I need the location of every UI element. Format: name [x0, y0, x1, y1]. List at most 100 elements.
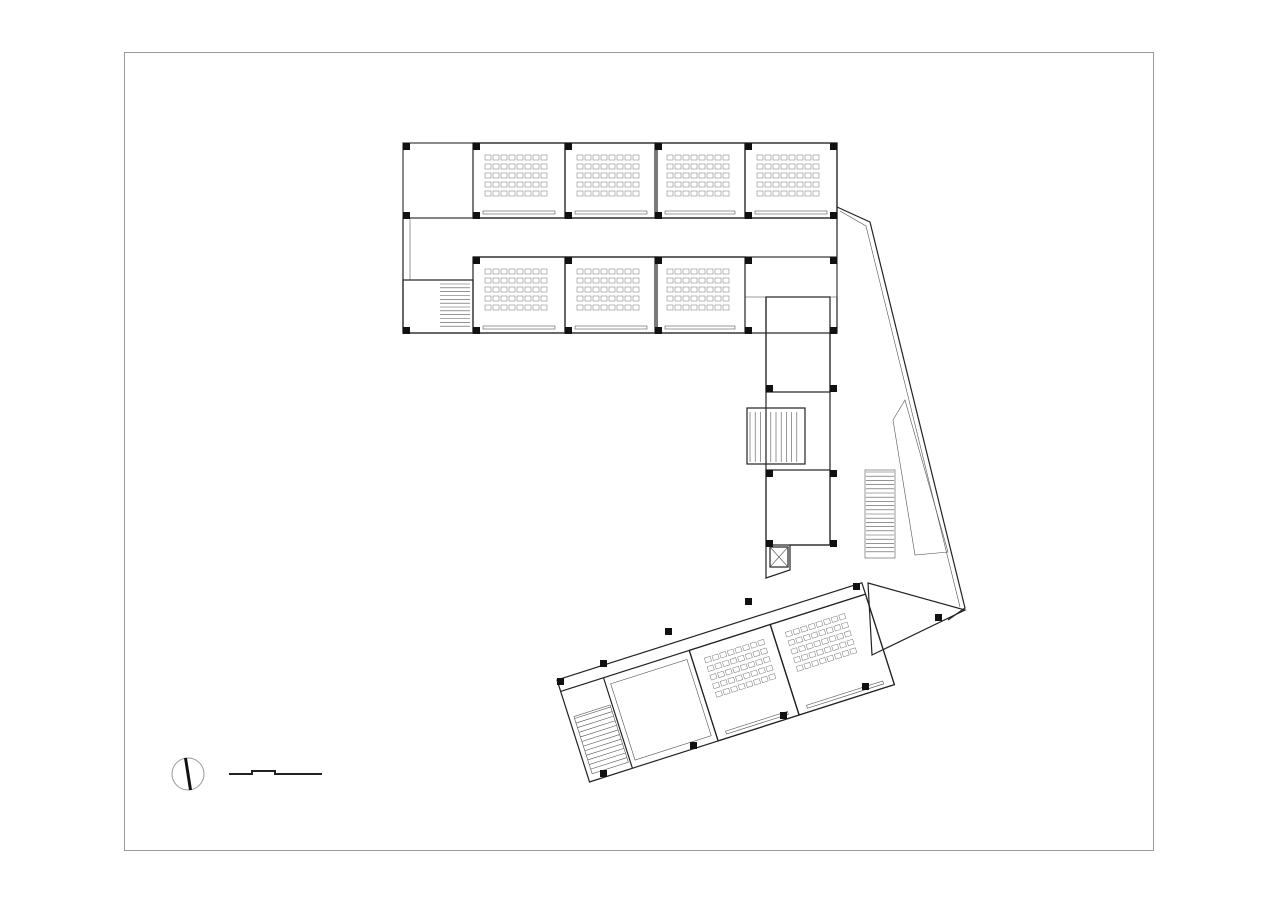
desk: [492, 154, 500, 161]
desk: [666, 268, 674, 275]
column: [565, 143, 572, 150]
column: [745, 257, 752, 264]
desk: [690, 295, 698, 302]
desk: [608, 181, 616, 188]
desk: [682, 190, 690, 197]
desk: [516, 304, 524, 311]
desk: [682, 277, 690, 284]
desk: [756, 163, 764, 170]
desk: [719, 651, 728, 659]
desk: [803, 662, 812, 670]
desk: [825, 626, 834, 634]
desk: [584, 304, 592, 311]
desk: [616, 172, 624, 179]
desk: [632, 268, 640, 275]
desk: [714, 190, 722, 197]
classroom-wall: [654, 142, 746, 219]
north-arrow-icon: [171, 757, 205, 791]
desk: [516, 295, 524, 302]
desk: [608, 154, 616, 161]
desk: [804, 154, 812, 161]
desk: [576, 277, 584, 284]
desk: [592, 172, 600, 179]
desk: [750, 669, 759, 677]
column: [745, 327, 752, 334]
desk: [706, 286, 714, 293]
desk: [764, 172, 772, 179]
blackboard: [806, 680, 885, 709]
desk: [500, 172, 508, 179]
tread: [577, 715, 614, 728]
desk: [760, 647, 768, 655]
desk: [484, 295, 492, 302]
desk: [516, 163, 524, 170]
desk: [540, 190, 548, 197]
desk: [823, 618, 831, 626]
desk: [632, 190, 640, 197]
desk: [600, 286, 608, 293]
desk: [732, 665, 741, 674]
desk: [795, 636, 804, 644]
desk: [820, 637, 829, 645]
north-wing-outline: [402, 142, 838, 334]
desk: [682, 286, 690, 293]
desk: [690, 163, 698, 170]
columns: [403, 143, 942, 777]
desk: [492, 268, 500, 275]
desk: [834, 652, 842, 660]
desk: [714, 163, 722, 170]
desk: [484, 163, 492, 170]
desk: [812, 181, 820, 188]
desk: [780, 190, 788, 197]
desk: [666, 304, 674, 311]
desk: [764, 181, 772, 188]
desk: [674, 304, 682, 311]
desk: [484, 172, 492, 179]
column: [745, 143, 752, 150]
desk: [798, 644, 806, 653]
desk: [846, 638, 855, 647]
desk: [719, 679, 728, 687]
desk: [508, 190, 516, 197]
desk: [698, 277, 706, 284]
desk: [756, 154, 764, 161]
column: [403, 143, 410, 150]
desk: [745, 680, 754, 688]
desk: [592, 277, 600, 284]
desk: [742, 672, 751, 680]
desk: [714, 304, 722, 311]
central-stair: [746, 407, 806, 465]
desk: [632, 154, 640, 161]
desk: [755, 658, 764, 666]
desk: [500, 304, 508, 311]
north-wing: [402, 142, 838, 334]
desk: [508, 277, 516, 284]
desk: [492, 277, 500, 284]
desk: [726, 648, 735, 656]
tread: [581, 729, 619, 742]
desk: [624, 268, 632, 275]
desk: [624, 190, 632, 197]
desk: [747, 661, 756, 669]
tread: [586, 743, 623, 756]
desk: [682, 154, 690, 161]
ramp: [892, 399, 949, 556]
desk: [532, 190, 540, 197]
desk: [756, 190, 764, 197]
desk: [849, 647, 858, 655]
desk: [826, 654, 835, 662]
desk: [540, 172, 548, 179]
tread: [589, 752, 626, 765]
desk: [722, 268, 730, 275]
desk: [698, 295, 706, 302]
desk: [592, 304, 600, 311]
tread: [584, 738, 622, 752]
desk: [508, 154, 516, 161]
desk: [492, 172, 500, 179]
tread: [583, 734, 620, 747]
desk: [666, 163, 674, 170]
desk: [788, 181, 796, 188]
desk: [532, 163, 540, 170]
blackboard: [754, 210, 828, 215]
desk: [532, 295, 540, 302]
